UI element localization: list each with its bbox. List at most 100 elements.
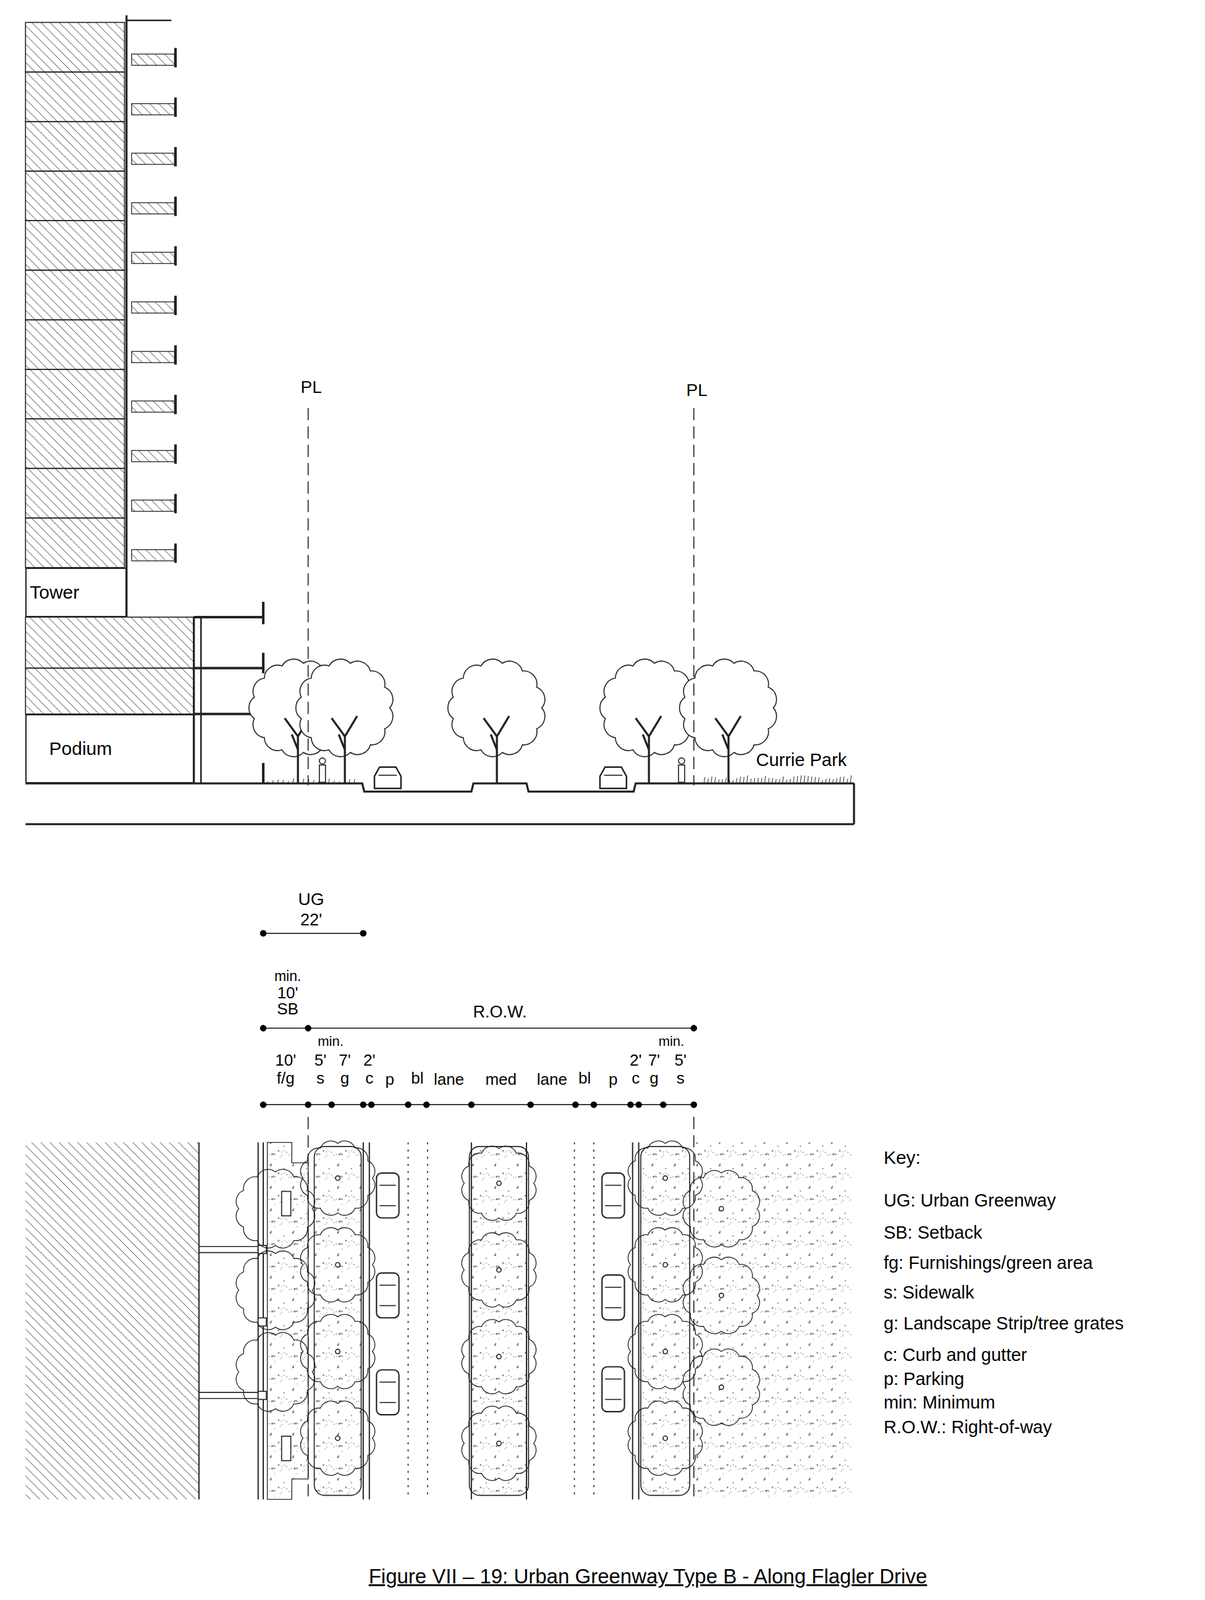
zone-label: c <box>365 1070 374 1087</box>
person-body <box>319 765 326 783</box>
dimension-label: min. <box>317 1035 344 1049</box>
park-grass <box>753 778 755 785</box>
tree-trunk-plan <box>496 1181 502 1186</box>
landscape-strip <box>469 1146 529 1497</box>
dimension-dot <box>304 1025 312 1032</box>
zone-label: bl <box>578 1070 591 1087</box>
lane-stripe <box>407 1142 410 1500</box>
zone-label: s <box>316 1070 325 1087</box>
tower-floor <box>25 72 125 122</box>
tower-floor <box>25 518 125 568</box>
park-grass <box>739 777 741 785</box>
park-grass <box>825 778 827 784</box>
lane-stripe <box>574 1142 576 1500</box>
zone-label: p <box>385 1071 395 1088</box>
balcony <box>131 103 175 115</box>
car-windshield <box>379 1205 396 1207</box>
column-plan <box>258 1318 267 1327</box>
tree-trunk <box>714 716 741 784</box>
park-grass <box>703 777 705 784</box>
car-windshield <box>604 1379 622 1381</box>
park-grass <box>711 776 712 784</box>
tree-trunk-plan <box>663 1349 668 1354</box>
tower-floor <box>25 270 125 320</box>
park-grass <box>707 778 709 784</box>
car-windshield <box>604 1307 622 1309</box>
dimension-dot <box>360 930 368 938</box>
balcony-plan <box>198 1398 259 1400</box>
park-grass <box>786 779 787 784</box>
tree-trunk-plan <box>335 1263 340 1268</box>
building-plan <box>25 1142 199 1500</box>
key-entry: UG: Urban Greenway <box>883 1192 1057 1210</box>
car-plan <box>601 1173 625 1219</box>
dimension-label: min. <box>658 1035 685 1049</box>
property-line <box>693 1117 695 1500</box>
curb-line <box>362 1142 364 1500</box>
roof-line <box>126 19 172 22</box>
park-grass <box>771 778 773 785</box>
park-grass <box>839 776 841 784</box>
zone-label: med <box>485 1071 517 1088</box>
podium-slab <box>194 616 264 619</box>
planting-grass <box>287 781 289 784</box>
zone-label: s <box>676 1070 685 1087</box>
dimension-dot <box>635 1101 643 1109</box>
place-label: Currie Park <box>755 751 847 770</box>
column-plan <box>258 1391 267 1400</box>
car-plan <box>376 1273 399 1319</box>
tower-floor <box>25 468 125 518</box>
zone-label: g <box>340 1070 350 1087</box>
podium-floor <box>25 617 194 669</box>
tower-floor <box>25 22 125 72</box>
tree-trunk-plan <box>663 1263 668 1268</box>
park-grass <box>832 779 833 784</box>
property-line-label: PL <box>300 378 322 397</box>
dimension-dot <box>690 1025 698 1032</box>
park-grass <box>836 778 837 784</box>
planting-grass <box>333 780 335 784</box>
park-grass <box>725 777 727 784</box>
car-plan <box>376 1369 399 1416</box>
tree-trunk-plan <box>496 1441 502 1446</box>
ground-slab <box>852 783 855 825</box>
tree-plan <box>627 1227 702 1303</box>
planting-grass <box>302 778 304 784</box>
dimension-value: 5' <box>674 1052 687 1069</box>
balcony <box>131 153 175 165</box>
balcony-plan <box>198 1252 259 1254</box>
tower-floor <box>25 220 125 271</box>
car-windshield <box>379 1305 396 1307</box>
tree-plan <box>300 1314 375 1390</box>
dimension-line <box>263 933 364 935</box>
building-face <box>198 1142 200 1500</box>
park-grass <box>714 777 716 784</box>
key-entry: min: Minimum <box>883 1394 995 1413</box>
building-label: Podium <box>49 738 113 759</box>
tree-plan <box>627 1314 702 1390</box>
tree-trunk <box>635 716 662 784</box>
balcony-plan <box>198 1246 259 1248</box>
tree-plan <box>461 1406 536 1481</box>
tree-plan <box>682 1349 760 1427</box>
dimension-dot <box>690 1101 698 1109</box>
balcony-rail <box>174 97 177 117</box>
curb-line <box>368 1142 371 1500</box>
dimension-dot <box>260 930 267 938</box>
car-windshield <box>379 1285 396 1287</box>
tree-plan <box>300 1401 375 1476</box>
dimension-dot <box>360 1101 368 1109</box>
key-entry: fg: Furnishings/green area <box>883 1254 1094 1273</box>
zone-label: lane <box>433 1071 465 1088</box>
balcony-rail <box>174 494 177 514</box>
balcony-rail <box>174 196 177 216</box>
tree-plan <box>300 1141 375 1216</box>
dimension-label: R.O.W. <box>473 1003 528 1021</box>
tree-trunk-plan <box>335 1349 340 1354</box>
bench <box>281 1192 292 1217</box>
property-line-label: PL <box>686 381 708 400</box>
podium-rail <box>262 653 265 674</box>
car-windshield <box>604 1399 622 1401</box>
park-grass <box>718 779 719 784</box>
dimension-dot <box>304 1101 312 1109</box>
